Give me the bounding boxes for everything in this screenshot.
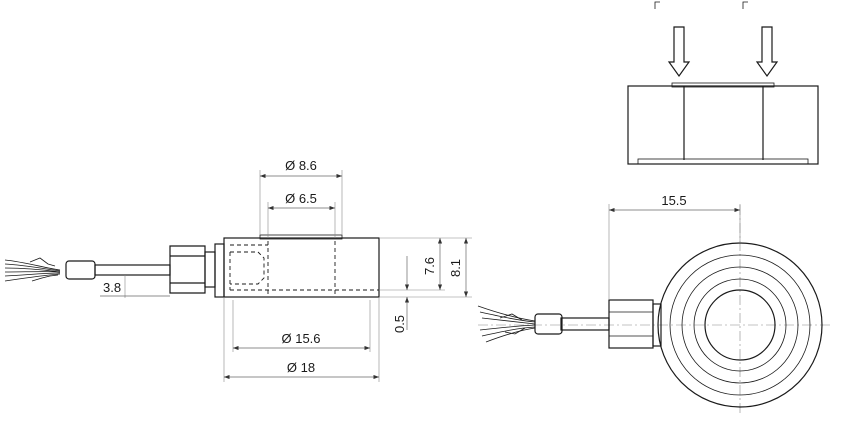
ring-2 bbox=[669, 254, 811, 396]
load-bracket-right bbox=[742, 1, 748, 9]
dim-label-6-5: Ø 6.5 bbox=[285, 191, 317, 206]
plan-cable-sleeve bbox=[534, 313, 563, 335]
connector-nut bbox=[204, 251, 216, 288]
dim-label-15-5: 15.5 bbox=[661, 193, 686, 208]
cable-sleeve bbox=[65, 260, 96, 280]
load-arrow-left bbox=[667, 26, 691, 78]
inner-bore bbox=[704, 289, 776, 361]
load-button bbox=[259, 234, 343, 240]
plan-connector-hex bbox=[608, 299, 654, 349]
load-view-button bbox=[671, 82, 775, 88]
connector-collar bbox=[214, 243, 225, 298]
load-view-base bbox=[637, 158, 809, 165]
ring-3 bbox=[681, 266, 799, 384]
plan-cable-jacket bbox=[560, 317, 610, 331]
load-bracket-left bbox=[654, 1, 660, 9]
load-view-body bbox=[627, 85, 819, 165]
cable-wires-left bbox=[4, 257, 61, 282]
strain-relief-hex bbox=[169, 245, 206, 294]
ring-4 bbox=[693, 278, 787, 372]
dim-label-7-6: 7.6 bbox=[422, 257, 437, 275]
dim-label-18: Ø 18 bbox=[287, 360, 315, 375]
load-arrow-right bbox=[755, 26, 779, 78]
hidden-cable-port bbox=[230, 251, 265, 285]
dim-label-8-1: 8.1 bbox=[448, 259, 463, 277]
plan-view: 15.5 bbox=[477, 193, 830, 415]
cable-jacket bbox=[94, 264, 171, 276]
dim-label-0-5: 0.5 bbox=[392, 315, 407, 333]
dim-label-15-6: Ø 15.6 bbox=[281, 331, 320, 346]
dim-label-8-6: Ø 8.6 bbox=[285, 158, 317, 173]
sensor-body bbox=[223, 237, 380, 298]
load-view bbox=[627, 1, 819, 165]
cable-wires-right bbox=[477, 305, 536, 343]
dim-label-3-8: 3.8 bbox=[103, 280, 121, 295]
hidden-bore bbox=[267, 237, 336, 298]
side-view: Ø 8.6 Ø 6.5 Ø 15.6 Ø 18 7.6 8.1 0.5 3.8 bbox=[4, 158, 472, 382]
